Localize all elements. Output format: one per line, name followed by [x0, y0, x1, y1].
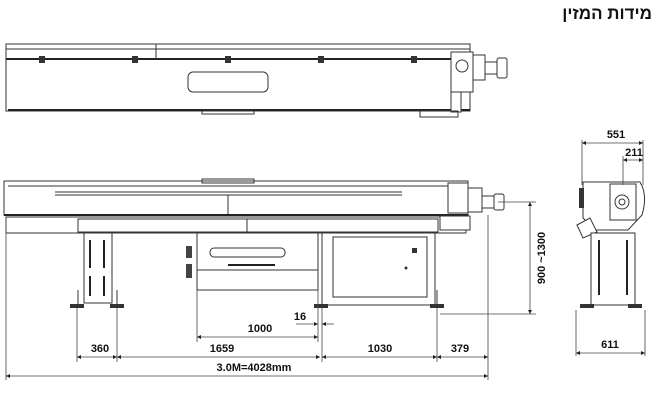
- side-width-base-label: 611: [601, 339, 619, 351]
- side-width-top-label: 551: [607, 129, 625, 141]
- side-view: [3, 178, 505, 308]
- drawer-width-label: 1000: [248, 323, 272, 335]
- right-overhang-label: 379: [451, 343, 469, 355]
- height-range-label: 900 ~1300: [536, 232, 548, 284]
- middle-span-label: 1030: [368, 343, 392, 355]
- side-offset-label: 211: [625, 147, 643, 159]
- total-length-label: 3.0M=4028mm: [217, 362, 292, 374]
- foot-spacing-label: 360: [91, 343, 109, 355]
- page-title: מידות המזין: [562, 4, 652, 23]
- top-view: [5, 43, 508, 118]
- left-span-label: 1659: [210, 343, 234, 355]
- dimension-lines: [5, 140, 646, 380]
- end-view: [576, 181, 646, 308]
- gap-label: 16: [294, 311, 306, 323]
